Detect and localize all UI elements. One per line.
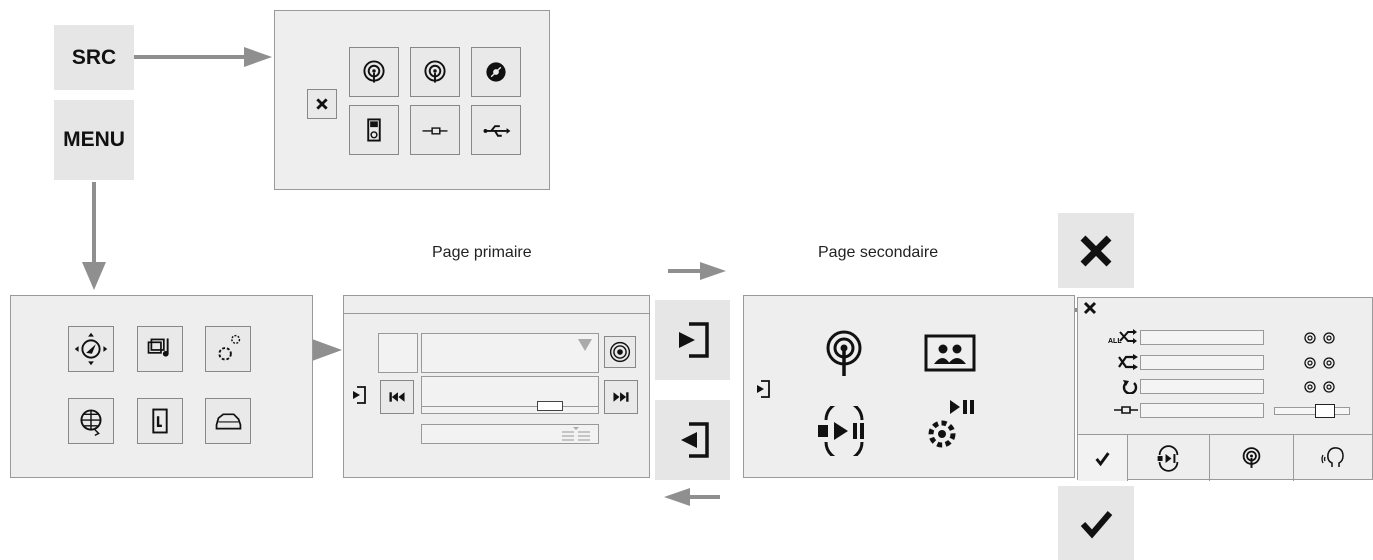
navigation-icon — [74, 332, 108, 366]
repeat-icon — [1122, 378, 1138, 394]
track-progress-field — [421, 376, 599, 414]
secondary-radio-button[interactable] — [819, 326, 869, 380]
repeat-options[interactable] — [1303, 380, 1343, 394]
artwork-box — [378, 333, 418, 373]
next-page-button[interactable] — [655, 300, 730, 380]
close-button[interactable] — [307, 89, 337, 119]
radio-icon — [826, 330, 862, 376]
radio-source-button[interactable] — [604, 336, 636, 368]
back-icon[interactable] — [350, 384, 370, 406]
close-key[interactable] — [1058, 213, 1134, 288]
secondary-page-label: Page secondaire — [818, 244, 939, 261]
ipod-icon — [367, 118, 381, 142]
shuffle-all-options[interactable] — [1303, 331, 1343, 345]
station-dropdown[interactable] — [421, 333, 599, 373]
secondary-settings-button[interactable] — [920, 396, 980, 456]
radio-dab-icon — [424, 60, 446, 83]
source-cd-button[interactable] — [471, 47, 521, 97]
photos-icon — [924, 334, 976, 372]
list-field[interactable] — [421, 424, 599, 444]
page-back-icon — [680, 422, 709, 458]
aux-level-slider[interactable] — [1274, 404, 1352, 418]
shuffle-icon — [1118, 354, 1140, 370]
menu-settings-button[interactable] — [205, 326, 251, 372]
tab-radio[interactable] — [1210, 435, 1294, 481]
radio-icon — [609, 341, 631, 363]
aux-level-field[interactable] — [1140, 403, 1264, 418]
settings-tab-bar — [1078, 434, 1373, 481]
slider-thumb[interactable] — [1315, 404, 1335, 418]
media-play-icon — [818, 406, 864, 456]
check-icon — [1095, 452, 1110, 467]
skip-back-icon — [389, 392, 405, 402]
menu-navigation-button[interactable] — [68, 326, 114, 372]
chevron-down-icon — [578, 339, 592, 351]
menu-connected-button[interactable] — [68, 398, 114, 444]
previous-page-button[interactable] — [655, 400, 730, 480]
shuffle-all-field[interactable] — [1140, 330, 1264, 345]
back-icon[interactable] — [754, 378, 774, 400]
list-icon — [562, 427, 590, 441]
settings-media-icon — [928, 400, 974, 448]
next-button[interactable] — [604, 380, 638, 414]
source-aux-button[interactable] — [410, 105, 460, 155]
src-key-label: SRC — [71, 45, 117, 69]
phone-icon — [152, 408, 168, 434]
source-popup — [274, 10, 550, 190]
shuffle-all-icon: ALL — [1108, 328, 1138, 344]
close-icon — [316, 98, 328, 110]
src-key[interactable]: SRC — [54, 25, 134, 90]
progress-line — [422, 406, 598, 407]
secondary-page-panel — [743, 295, 1075, 478]
tab-validate[interactable] — [1078, 435, 1128, 481]
svg-text:ALL: ALL — [1108, 338, 1122, 344]
menu-key[interactable]: MENU — [54, 100, 134, 180]
source-usb-button[interactable] — [471, 105, 521, 155]
tab-media[interactable] — [1128, 435, 1210, 481]
source-radio-button[interactable] — [349, 47, 399, 97]
previous-button[interactable] — [380, 380, 414, 414]
close-icon[interactable] — [1082, 300, 1098, 316]
shuffle-field[interactable] — [1140, 355, 1264, 370]
media-play-icon — [1157, 445, 1179, 472]
page-forward-icon — [678, 322, 709, 358]
media-icon — [147, 338, 169, 357]
check-icon — [1080, 511, 1113, 539]
secondary-photos-button[interactable] — [924, 334, 976, 372]
primary-title-bar — [344, 296, 649, 314]
menu-phone-button[interactable] — [137, 398, 183, 444]
media-settings-panel: ALL — [1077, 297, 1373, 481]
tab-voice[interactable] — [1294, 435, 1373, 481]
radio-icon — [1242, 447, 1261, 468]
source-ipod-button[interactable] — [349, 105, 399, 155]
menu-vehicle-button[interactable] — [205, 398, 251, 444]
skip-forward-icon — [613, 392, 629, 402]
usb-icon — [483, 125, 511, 137]
settings-icon — [218, 334, 241, 361]
validate-key[interactable] — [1058, 486, 1134, 560]
primary-page-panel — [343, 295, 650, 478]
radio-icon — [363, 60, 385, 83]
secondary-media-button[interactable] — [816, 406, 872, 456]
progress-slider[interactable] — [537, 401, 563, 411]
voice-icon — [1321, 447, 1344, 467]
main-menu-panel — [10, 295, 313, 478]
source-dab-button[interactable] — [410, 47, 460, 97]
aux-jack-icon — [1114, 404, 1138, 416]
primary-page-label: Page primaire — [432, 244, 532, 261]
menu-media-button[interactable] — [137, 326, 183, 372]
cd-icon — [486, 62, 506, 82]
close-icon — [1080, 235, 1112, 266]
menu-key-label: MENU — [63, 128, 125, 151]
aux-jack-icon — [422, 127, 448, 135]
vehicle-icon — [215, 413, 242, 430]
repeat-field[interactable] — [1140, 379, 1264, 394]
connected-services-icon — [80, 409, 102, 436]
shuffle-options[interactable] — [1303, 356, 1343, 370]
